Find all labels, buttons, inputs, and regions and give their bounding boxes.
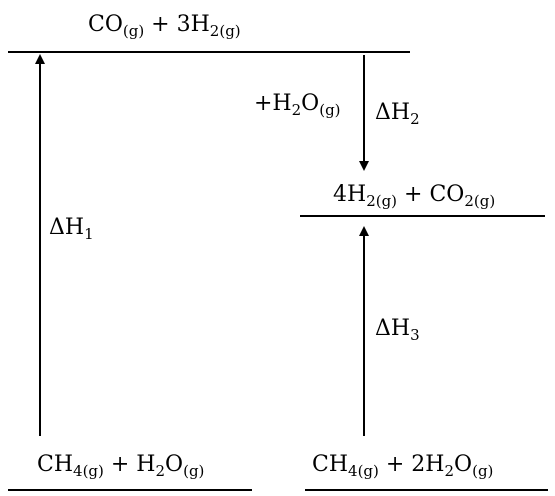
- formula-subscript: (g): [183, 462, 205, 480]
- formula-text: O: [454, 452, 473, 477]
- formula-subscript: (g): [122, 22, 145, 40]
- formula-subscript: (g): [319, 101, 341, 119]
- formula-subscript: (g): [472, 462, 494, 480]
- formula-text: CO: [88, 12, 123, 37]
- arrow-label-dh2: ΔH2: [375, 100, 420, 127]
- formula-subscript: 2(g): [464, 192, 496, 210]
- formula-text: CH: [312, 452, 349, 477]
- formula-text: + 3H: [144, 12, 210, 37]
- formula-subscript: 2(g): [366, 192, 398, 210]
- formula-subscript: 4(g): [348, 462, 379, 480]
- arrow-label-dh3: ΔH3: [375, 316, 420, 343]
- formula-text: O: [301, 91, 320, 116]
- formula-subscript: 3: [410, 326, 420, 344]
- level-label-middle: 4H2(g) + CO2(g): [333, 182, 495, 209]
- formula-text: ΔH: [375, 316, 411, 341]
- formula-text: + CO: [397, 182, 465, 207]
- level-label-bottom-left: CH4(g) + H2O(g): [37, 452, 204, 479]
- formula-text: ΔH: [375, 100, 411, 125]
- formula-text: 4H: [333, 182, 367, 207]
- formula-subscript: 2: [291, 101, 302, 119]
- formula-text: + 2H: [378, 452, 445, 477]
- arrow-dh2-head: [359, 161, 369, 171]
- arrow-label-dh1: ΔH1: [49, 215, 94, 242]
- arrow-dh3-head: [359, 226, 369, 236]
- level-label-bottom-right: CH4(g) + 2H2O(g): [312, 452, 493, 479]
- formula-text: + H: [103, 452, 156, 477]
- formula-text: CH: [37, 452, 74, 477]
- level-label-top: CO(g) + 3H2(g): [88, 12, 241, 39]
- formula-text: ΔH: [49, 215, 85, 240]
- formula-text: O: [165, 452, 184, 477]
- formula-subscript: 4(g): [73, 462, 104, 480]
- formula-subscript: 2(g): [209, 22, 241, 40]
- formula-subscript: 2: [444, 462, 455, 480]
- formula-subscript: 2: [410, 110, 420, 128]
- formula-subscript: 2: [155, 462, 166, 480]
- arrow-label-dh2-reagent: +H2O(g): [254, 91, 341, 118]
- arrow-dh1-head: [35, 54, 45, 64]
- formula-subscript: 1: [84, 225, 94, 243]
- formula-text: +H: [254, 91, 292, 116]
